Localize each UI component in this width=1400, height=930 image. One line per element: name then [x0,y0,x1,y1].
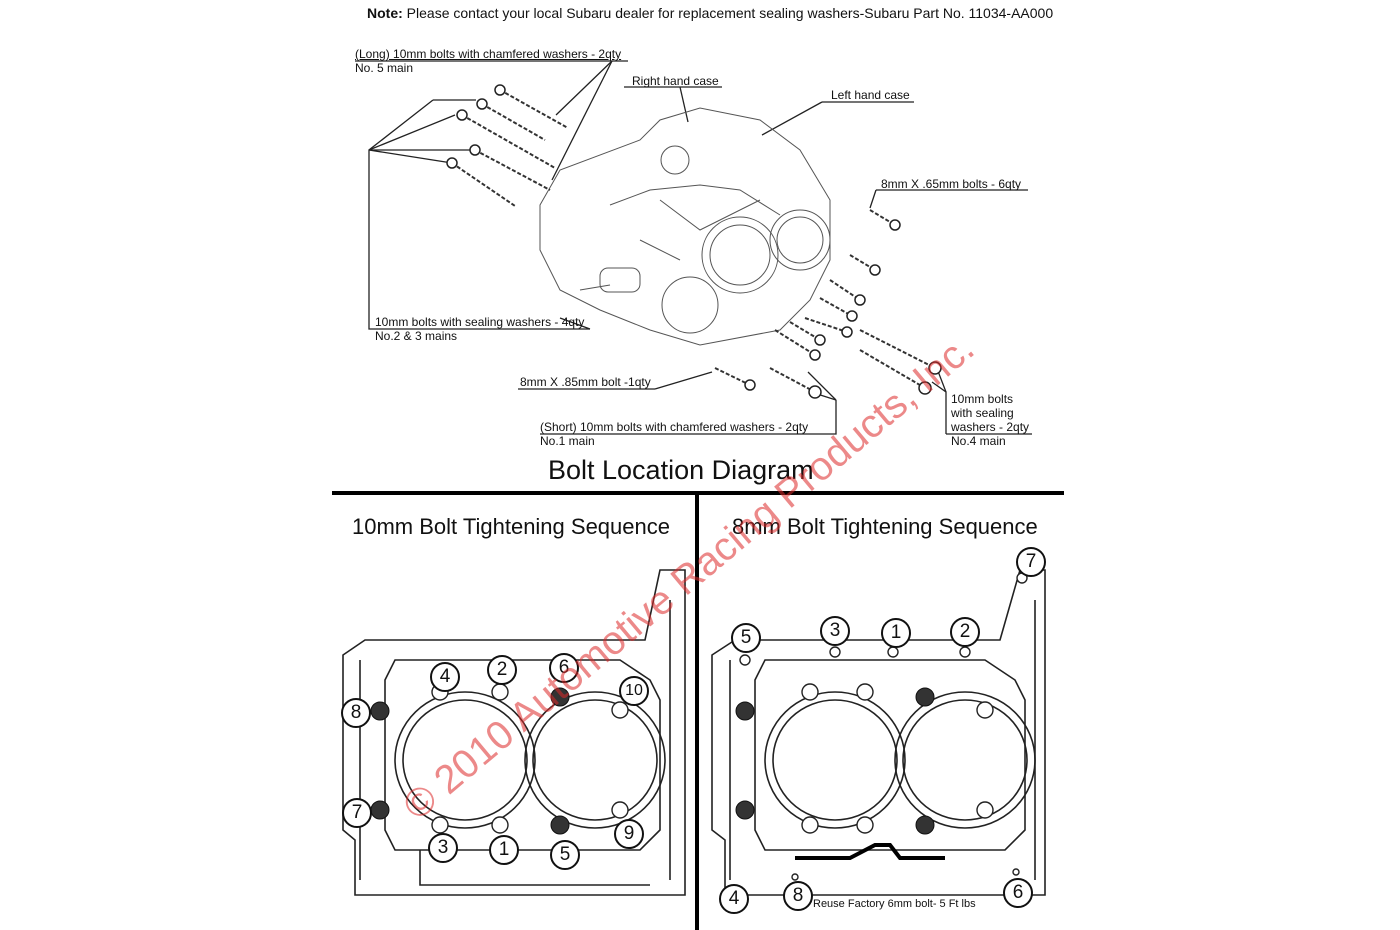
seq-left-8: 8 [341,698,371,728]
label-bolt-8x85: 8mm X .85mm bolt -1qty [520,375,651,389]
label-sealing-2qty: 10mm bolts with sealing washers - 2qty N… [951,392,1029,448]
seq-right-7: 7 [1016,547,1046,577]
reuse-note: Reuse Factory 6mm bolt- 5 Ft lbs [813,898,976,910]
note-body: Please contact your local Subaru dealer … [406,5,1054,21]
seq-left-6: 6 [549,653,579,683]
left-panel-title: 10mm Bolt Tightening Sequence [352,514,670,539]
seq-left-10: 10 [619,676,649,706]
label-right-case: Right hand case [632,74,719,88]
seq-left-1: 1 [489,835,519,865]
note-text: Note: Please contact your local Subaru d… [367,5,1053,21]
seq-right-4: 4 [719,884,749,914]
label-sealing-4qty-text: 10mm bolts with sealing washers - 4qty [375,315,585,329]
seq-right-8: 8 [783,881,813,911]
label-sealing-4qty-main: No.2 & 3 mains [375,329,458,343]
label-short-bolts-main: No.1 main [540,434,595,448]
label-long-bolts-text: (Long) 10mm bolts with chamfered washers… [355,47,622,61]
label-sealing-2qty-l1: 10mm bolts [951,392,1014,406]
seq-left-3: 3 [428,833,458,863]
label-sealing-2qty-l2: with sealing [951,406,1014,420]
label-left-case: Left hand case [831,88,910,102]
note-prefix: Note: [367,5,403,21]
seq-left-7: 7 [342,798,372,828]
seq-right-3: 3 [820,616,850,646]
seq-left-5: 5 [550,840,580,870]
label-long-bolts-main: No. 5 main [355,61,414,75]
label-sealing-4qty: 10mm bolts with sealing washers - 4qty N… [375,315,584,343]
label-sealing-2qty-main: No.4 main [951,434,1006,448]
seq-left-4: 4 [430,662,460,692]
label-short-bolts: (Short) 10mm bolts with chamfered washer… [540,420,808,448]
label-short-bolts-text: (Short) 10mm bolts with chamfered washer… [540,420,809,434]
seq-left-2: 2 [487,655,517,685]
seq-right-5: 5 [731,623,761,653]
label-sealing-2qty-l3: washers - 2qty [951,420,1030,434]
label-long-bolts: (Long) 10mm bolts with chamfered washers… [355,47,621,75]
seq-left-9: 9 [614,819,644,849]
diagram-title: Bolt Location Diagram [548,455,814,485]
seq-right-6: 6 [1003,878,1033,908]
label-bolts-8x65: 8mm X .65mm bolts - 6qty [881,177,1022,191]
seq-right-2: 2 [950,617,980,647]
right-panel-title: 8mm Bolt Tightening Sequence [732,514,1038,539]
seq-right-1: 1 [881,618,911,648]
